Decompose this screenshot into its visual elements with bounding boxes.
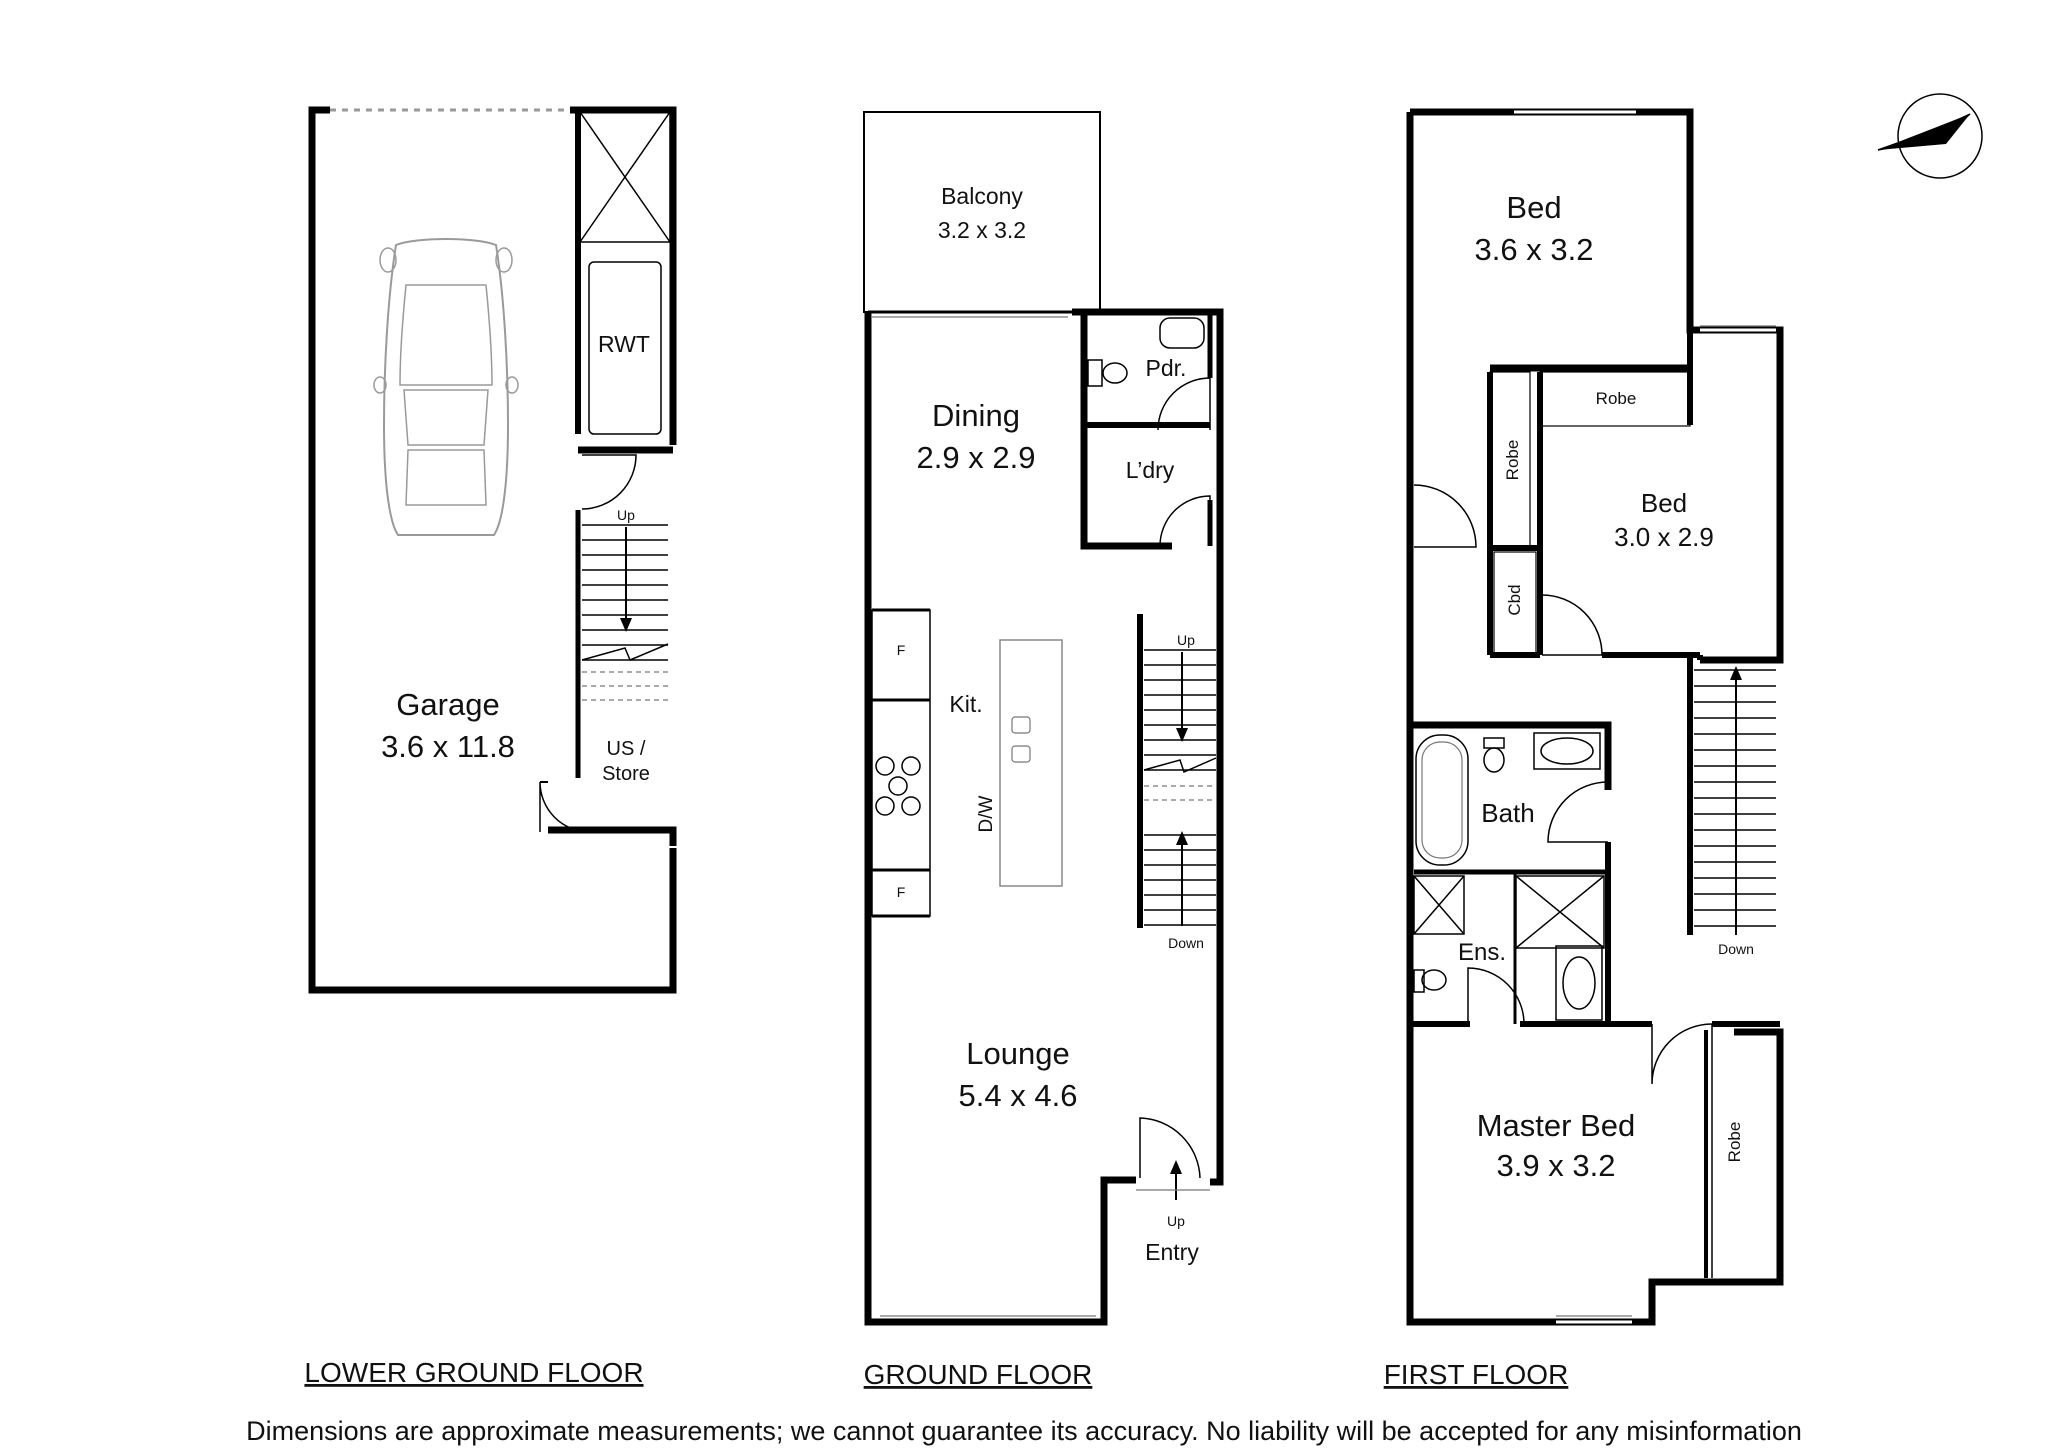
entry-up-label: Up xyxy=(1167,1213,1185,1229)
sink-icon xyxy=(1011,716,1031,734)
ensuite-label: Ens. xyxy=(1458,939,1506,966)
pdr-label: Pdr. xyxy=(1146,355,1187,381)
stair-door xyxy=(581,454,637,510)
robe-side-label: Robe xyxy=(1503,440,1522,481)
dishwasher-label: D/W xyxy=(976,795,997,832)
bath-label: Bath xyxy=(1481,798,1535,828)
bed2-label: Bed xyxy=(1641,488,1687,518)
dining-label: Dining xyxy=(932,398,1020,433)
entry-door xyxy=(1139,1117,1201,1179)
bed2-dimensions: 3.0 x 2.9 xyxy=(1614,522,1714,552)
garage-wall xyxy=(308,106,677,994)
master-bed-dimensions: 3.9 x 3.2 xyxy=(1497,1148,1616,1183)
pdr-door xyxy=(1157,377,1211,431)
cooktop-icon xyxy=(875,756,921,816)
bed1-door xyxy=(1413,484,1477,548)
lounge-dimensions: 5.4 x 4.6 xyxy=(959,1078,1078,1113)
shower-ensuite xyxy=(1413,875,1465,935)
first-stair-down-label: Down xyxy=(1718,941,1754,957)
ground-floor-plan: Balcony 3.2 x 3.2 Dining 2.9 x 2.9 Pdr. … xyxy=(863,111,1224,1390)
shower-bath xyxy=(1515,875,1605,949)
garage-wall-right xyxy=(570,106,677,445)
basin-icon-ensuite xyxy=(1555,945,1603,1021)
lower-floor-title: LOWER GROUND FLOOR xyxy=(304,1357,643,1388)
toilet-icon xyxy=(1087,359,1103,387)
rwt-label: RWT xyxy=(598,331,650,357)
disclaimer-text: Dimensions are approximate measurements;… xyxy=(246,1416,1802,1446)
store-label-line2: Store xyxy=(602,763,650,785)
fridge-bottom-label: F xyxy=(897,884,906,900)
bed1-dimensions: 3.6 x 3.2 xyxy=(1475,232,1594,267)
ground-stair-up-label: Up xyxy=(1177,632,1195,648)
bath-door xyxy=(1547,781,1609,843)
lounge-label: Lounge xyxy=(966,1036,1069,1071)
lower-ground-floor-plan: Garage 3.6 x 11.8 RWT US / Store Up LOWE… xyxy=(304,106,677,1388)
kitchen-label: Kit. xyxy=(949,691,982,717)
balcony xyxy=(863,111,1101,313)
bed1-label: Bed xyxy=(1506,190,1561,225)
rwt-tank xyxy=(588,261,662,435)
first-stairs xyxy=(1687,655,1776,935)
north-arrow-icon xyxy=(1877,93,1983,179)
first-floor-plan: Bed 3.6 x 3.2 Robe Robe Cbd Bed 3.0 x 2.… xyxy=(1384,108,1784,1390)
bathtub-icon xyxy=(1415,734,1469,866)
master-bed-label: Master Bed xyxy=(1477,1108,1636,1143)
toilet-icon-bath xyxy=(1483,747,1505,773)
basin-icon xyxy=(1159,317,1205,349)
fridge-top-label: F xyxy=(897,642,906,658)
dining-dimensions: 2.9 x 2.9 xyxy=(917,440,1036,475)
ground-floor-title: GROUND FLOOR xyxy=(864,1359,1093,1390)
first-floor-walls xyxy=(1406,112,1784,1326)
entry-label: Entry xyxy=(1145,1239,1199,1265)
ground-stair-down-label: Down xyxy=(1168,935,1204,951)
lower-stair-up-label: Up xyxy=(617,507,635,523)
store-door xyxy=(539,781,591,833)
ground-stairs xyxy=(1137,614,1217,928)
car-icon xyxy=(373,238,519,536)
robe-top-label: Robe xyxy=(1596,389,1637,408)
basin-icon-bath xyxy=(1533,732,1601,770)
ground-walls xyxy=(864,312,1136,1326)
balcony-label: Balcony xyxy=(941,183,1023,209)
lower-stairs xyxy=(581,524,669,701)
garage-label: Garage xyxy=(396,687,499,722)
ensuite-door xyxy=(1467,967,1525,1025)
kitchen-island xyxy=(999,639,1063,887)
cbd-label: Cbd xyxy=(1505,584,1524,615)
master-door xyxy=(1651,1023,1713,1085)
store-label-line1: US / xyxy=(607,738,646,760)
bed2-door xyxy=(1541,594,1603,656)
toilet-icon-ensuite xyxy=(1421,969,1447,991)
balcony-dimensions: 3.2 x 3.2 xyxy=(938,217,1026,243)
ldry-label: L’dry xyxy=(1126,457,1175,483)
ldry-door xyxy=(1159,495,1211,547)
first-floor-title: FIRST FLOOR xyxy=(1384,1359,1569,1390)
master-robe-label: Robe xyxy=(1725,1122,1744,1163)
garage-dimensions: 3.6 x 11.8 xyxy=(381,729,515,764)
